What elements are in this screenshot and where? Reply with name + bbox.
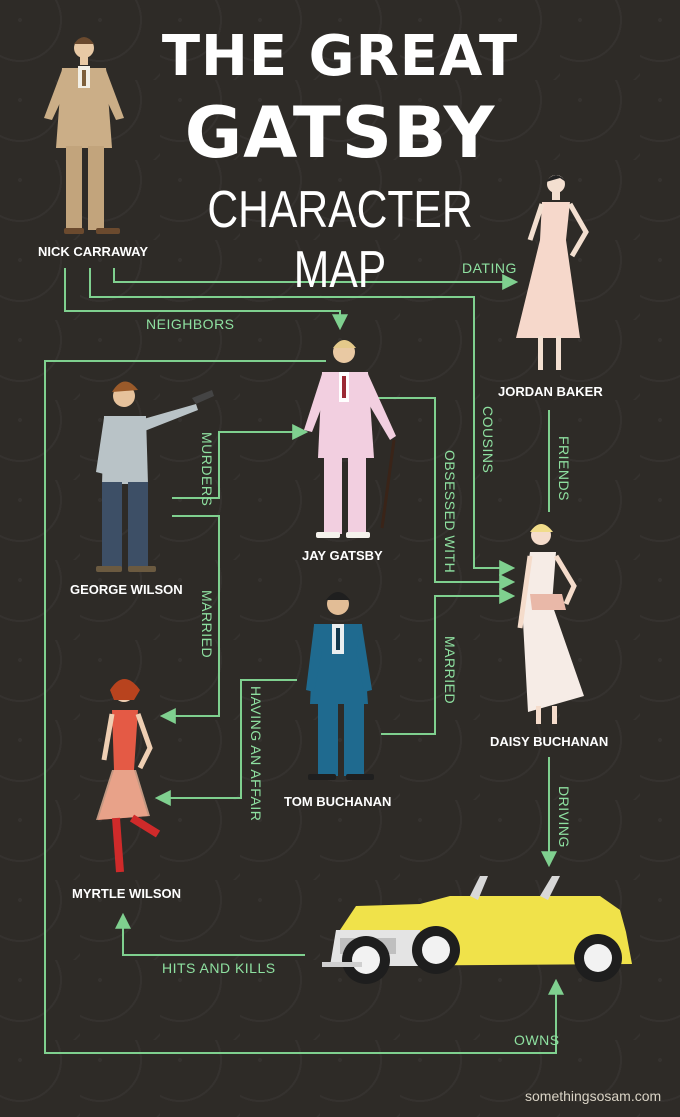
jay-gatsby-figure	[304, 340, 396, 538]
label-friends: FRIENDS	[556, 436, 572, 501]
name-daisy-buchanan: DAISY BUCHANAN	[490, 734, 609, 749]
title-line-1: THE GREAT	[161, 24, 519, 89]
dating-line	[113, 268, 519, 290]
title-line-3: CHARACTER MAP	[207, 181, 473, 299]
married-wilsons-line	[159, 515, 220, 724]
cousins-line	[89, 268, 516, 576]
affair-line	[154, 679, 297, 806]
owns-line	[44, 360, 564, 1054]
label-driving: DRIVING	[556, 786, 572, 848]
label-cousins: COUSINS	[480, 406, 496, 474]
label-obsessed-with: OBSESSED WITH	[442, 450, 458, 574]
name-jordan-baker: JORDAN BAKER	[498, 384, 603, 399]
obsessed-line	[378, 397, 516, 590]
nick-carraway-figure	[44, 37, 124, 234]
label-hits-and-kills: HITS AND KILLS	[162, 960, 276, 976]
credit-text[interactable]: somethingsosam.com	[525, 1088, 662, 1104]
label-murders: MURDERS	[199, 432, 215, 507]
married-buchanans-line	[381, 588, 516, 735]
hits-line	[115, 912, 305, 956]
myrtle-wilson-figure	[96, 679, 161, 873]
label-owns: OWNS	[514, 1032, 560, 1048]
label-neighbors: NEIGHBORS	[146, 316, 235, 332]
daisy-buchanan-figure	[517, 524, 584, 724]
name-myrtle-wilson: MYRTLE WILSON	[72, 886, 182, 901]
jordan-baker-figure	[516, 175, 589, 370]
label-having-an-affair: HAVING AN AFFAIR	[248, 686, 264, 822]
neighbors-line	[64, 268, 348, 331]
label-married-wilsons: MARRIED	[199, 590, 215, 659]
label-married-buchanans: MARRIED	[442, 636, 458, 705]
title-line-2: GATSBY	[184, 92, 496, 174]
name-nick-carraway: NICK CARRAWAY	[38, 244, 149, 259]
name-jay-gatsby: JAY GATSBY	[302, 548, 383, 563]
george-wilson-figure	[96, 381, 214, 572]
tom-buchanan-figure	[306, 592, 374, 780]
murders-line	[172, 424, 309, 499]
yellow-car-figure	[322, 876, 632, 984]
label-dating: DATING	[462, 260, 517, 276]
name-george-wilson: GEORGE WILSON	[70, 582, 183, 597]
name-tom-buchanan: TOM BUCHANAN	[284, 794, 392, 809]
